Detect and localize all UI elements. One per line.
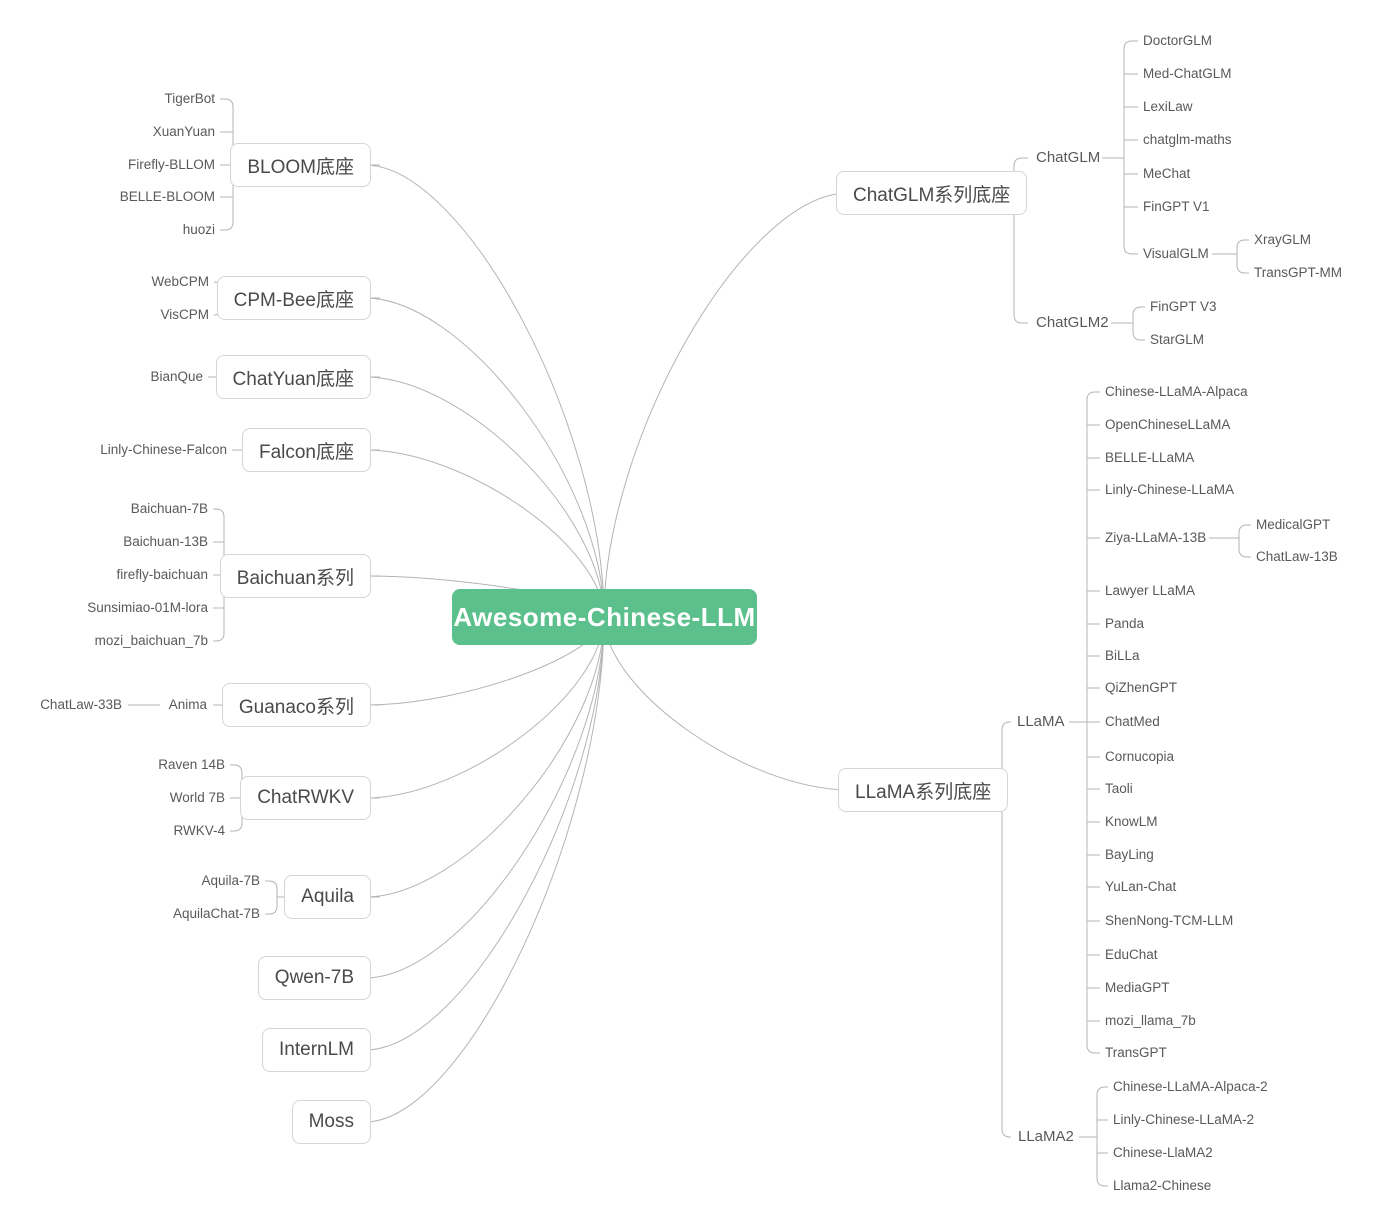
leaf-node[interactable]: RWKV-4: [173, 823, 225, 838]
leaf-node[interactable]: chatglm-maths: [1143, 132, 1232, 147]
branch-node[interactable]: Moss: [291, 1100, 371, 1144]
leaf-node[interactable]: TransGPT: [1105, 1045, 1167, 1060]
leaf-node[interactable]: Anima: [168, 697, 207, 712]
leaf-node[interactable]: BiLLa: [1105, 648, 1140, 663]
group-node[interactable]: ChatGLM: [1036, 149, 1101, 166]
leaf-node[interactable]: Panda: [1105, 616, 1145, 631]
leaf-node[interactable]: Sunsimiao-01M-lora: [87, 600, 208, 615]
branch-node[interactable]: Falcon底座: [241, 428, 371, 472]
leaf-node[interactable]: Linly-Chinese-LLaMA-2: [1113, 1112, 1255, 1127]
leaf-node[interactable]: KnowLM: [1105, 814, 1158, 829]
branch-node[interactable]: ChatYuan底座: [215, 355, 371, 399]
leaf-node[interactable]: DoctorGLM: [1143, 33, 1213, 48]
leaf-node[interactable]: MeChat: [1143, 166, 1191, 181]
branch-node[interactable]: Baichuan系列: [219, 554, 371, 598]
branch-node[interactable]: Aquila: [284, 875, 371, 919]
branch-node[interactable]: LLaMA系列底座: [838, 768, 1009, 812]
leaf-node[interactable]: MediaGPT: [1105, 980, 1170, 995]
branch-node[interactable]: CPM-Bee底座: [216, 276, 371, 320]
leaf-node[interactable]: BELLE-BLOOM: [119, 189, 215, 204]
branch-node[interactable]: Guanaco系列: [221, 683, 371, 727]
branch-node[interactable]: ChatRWKV: [240, 776, 371, 820]
branch-node[interactable]: BLOOM底座: [230, 143, 371, 187]
leaf-node[interactable]: World 7B: [169, 790, 225, 805]
leaf-node[interactable]: ChatLaw-13B: [1256, 549, 1338, 564]
leaf-node[interactable]: Chinese-LLaMA-Alpaca-2: [1113, 1079, 1268, 1094]
root-node[interactable]: Awesome-Chinese-LLM: [452, 589, 757, 645]
leaf-node[interactable]: VisualGLM: [1143, 246, 1209, 261]
leaf-node[interactable]: Llama2-Chinese: [1113, 1178, 1212, 1193]
branch-node[interactable]: Qwen-7B: [257, 956, 371, 1000]
leaf-node[interactable]: FinGPT V3: [1150, 299, 1217, 314]
branch-node[interactable]: InternLM: [262, 1028, 371, 1072]
leaf-node[interactable]: BELLE-LLaMA: [1105, 450, 1195, 465]
leaf-node[interactable]: YuLan-Chat: [1105, 879, 1177, 894]
leaf-node[interactable]: BianQue: [150, 369, 203, 384]
leaf-node[interactable]: ChatLaw-33B: [40, 697, 122, 712]
leaf-node[interactable]: Cornucopia: [1105, 749, 1175, 764]
leaf-node[interactable]: Firefly-BLLOM: [127, 157, 215, 172]
leaf-node[interactable]: TigerBot: [164, 91, 215, 106]
leaf-node[interactable]: FinGPT V1: [1143, 199, 1210, 214]
leaf-node[interactable]: OpenChineseLLaMA: [1105, 417, 1231, 432]
group-node[interactable]: LLaMA2: [1018, 1128, 1074, 1145]
leaf-node[interactable]: mozi_llama_7b: [1105, 1013, 1196, 1028]
leaf-node[interactable]: Taoli: [1105, 781, 1133, 796]
leaf-node[interactable]: WebCPM: [151, 274, 209, 289]
group-node[interactable]: ChatGLM2: [1036, 314, 1109, 331]
leaf-node[interactable]: XuanYuan: [152, 124, 215, 139]
leaf-node[interactable]: ShenNong-TCM-LLM: [1105, 913, 1234, 928]
leaf-node[interactable]: VisCPM: [160, 307, 209, 322]
leaf-node[interactable]: Baichuan-7B: [130, 501, 208, 516]
leaf-node[interactable]: StarGLM: [1150, 332, 1205, 347]
leaf-node[interactable]: Linly-Chinese-Falcon: [100, 442, 227, 457]
leaf-node[interactable]: MedicalGPT: [1256, 517, 1331, 532]
leaf-node[interactable]: Chinese-LLaMA-Alpaca: [1105, 384, 1248, 399]
leaf-node[interactable]: Med-ChatGLM: [1143, 66, 1232, 81]
leaf-node[interactable]: TransGPT-MM: [1254, 265, 1343, 280]
leaf-node[interactable]: EduChat: [1105, 947, 1158, 962]
leaf-node[interactable]: XrayGLM: [1254, 232, 1312, 247]
group-node[interactable]: LLaMA: [1017, 713, 1065, 730]
branch-node[interactable]: ChatGLM系列底座: [836, 171, 1028, 215]
leaf-node[interactable]: Linly-Chinese-LLaMA: [1105, 482, 1235, 497]
leaf-node[interactable]: QiZhenGPT: [1105, 680, 1178, 695]
leaf-node[interactable]: firefly-baichuan: [116, 567, 208, 582]
leaf-node[interactable]: huozi: [182, 222, 215, 237]
leaf-node[interactable]: Baichuan-13B: [123, 534, 208, 549]
leaf-node[interactable]: AquilaChat-7B: [172, 906, 260, 921]
leaf-node[interactable]: BayLing: [1105, 847, 1154, 862]
leaf-node[interactable]: Chinese-LlaMA2: [1113, 1145, 1213, 1160]
leaf-node[interactable]: LexiLaw: [1143, 99, 1193, 114]
leaf-node[interactable]: ChatMed: [1105, 714, 1160, 729]
leaf-node[interactable]: Raven 14B: [158, 757, 225, 772]
leaf-node[interactable]: mozi_baichuan_7b: [94, 633, 208, 648]
leaf-node[interactable]: Aquila-7B: [201, 873, 260, 888]
leaf-node[interactable]: Lawyer LLaMA: [1105, 583, 1196, 598]
leaf-node[interactable]: Ziya-LLaMA-13B: [1105, 530, 1207, 545]
